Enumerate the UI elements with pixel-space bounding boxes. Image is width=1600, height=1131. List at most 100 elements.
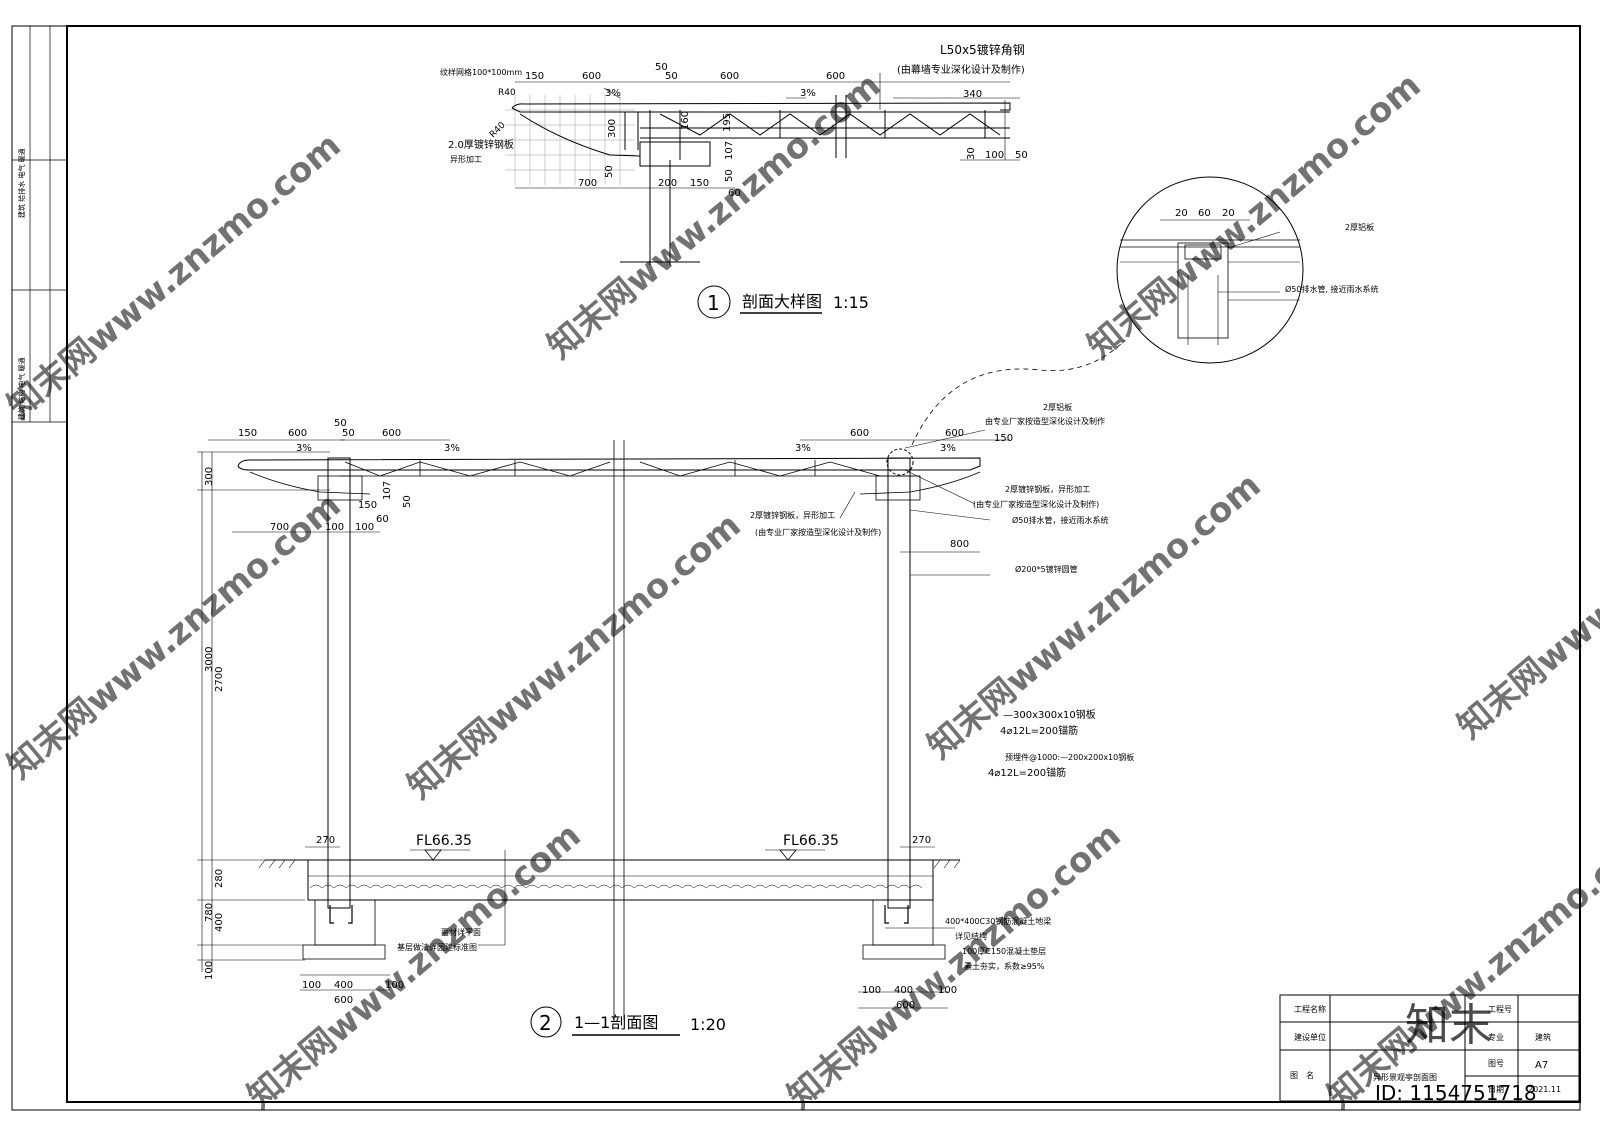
detail1-r40: R40	[498, 88, 516, 98]
section-note-cushion: 100厚C150混凝土垫层	[962, 946, 1046, 956]
section-note-steel-r: 2厚镀锌钢板，异形加工	[1005, 484, 1090, 494]
watermark-logo: 知末	[1405, 1000, 1493, 1051]
detail1-dim: 300	[607, 119, 618, 138]
section-slope: 3%	[296, 443, 312, 454]
detail1-dim: 100	[985, 150, 1004, 161]
footing-dim: 400	[894, 985, 913, 996]
detail1-dim: 700	[578, 178, 597, 189]
section-note-soil: 素土夯实，系数≥95%	[964, 961, 1045, 971]
section-dim-270: 270	[912, 835, 931, 846]
callout-detail	[911, 176, 1304, 446]
callout-dim: 20	[1175, 208, 1188, 219]
tb-project-label: 工程名称	[1294, 1004, 1326, 1014]
detail1-angle-steel-sub: (由幕墙专业深化设计及制作)	[897, 63, 1025, 76]
section-dim: 150	[238, 428, 257, 439]
section-vdim: 780	[204, 903, 215, 922]
detail1-title: 剖面大样图	[742, 292, 822, 311]
section-number-circle	[530, 1006, 562, 1038]
detail1-dim: 150	[525, 71, 544, 82]
detail1-dim: 50	[724, 169, 735, 182]
section-title: 1—1剖面图	[574, 1013, 658, 1032]
watermark-text: 知末网www.znzmo.com	[780, 815, 1129, 1117]
elevation-right: FL66.35	[783, 833, 839, 849]
watermark-text: 知末网www.znzmo.com	[240, 815, 589, 1117]
section-note-base: 基层做法详园建标准图	[397, 942, 477, 952]
section-note-steel-l-sub: (由专业厂家按造型深化设计及制作)	[755, 527, 881, 537]
detail1-dim: 50	[665, 71, 678, 82]
detail1-dim: 600	[582, 71, 601, 82]
left-side-panel	[11, 26, 67, 423]
footing-dim: 600	[334, 995, 353, 1006]
section-dim: 600	[945, 428, 964, 439]
section-dim-270: 270	[316, 835, 335, 846]
section-dim: 150	[358, 500, 377, 511]
section-dim: 100	[355, 522, 374, 533]
detail1-dim: 60	[728, 188, 741, 199]
tb-date: 2021.11	[1528, 1085, 1561, 1094]
detail1-mesh-note: 纹样网格100*100mm	[440, 67, 522, 77]
detail-1-section	[505, 73, 1020, 265]
section-note-alu-sub: 由专业厂家按造型深化设计及制作	[985, 416, 1105, 426]
tb-discipline: 建筑	[1535, 1032, 1551, 1042]
detail1-slope: 3%	[800, 88, 816, 99]
tb-sheet-label: 图号	[1488, 1059, 1504, 1068]
callout-dim: 20	[1222, 208, 1235, 219]
section-dim: 100	[325, 522, 344, 533]
section-vdim: 300	[204, 467, 215, 486]
section-vdim: 280	[214, 869, 225, 888]
detail1-dim: 160	[680, 111, 691, 130]
section-note-drain: Ø50排水管，接近雨水系统	[1012, 515, 1108, 525]
elevation-left: FL66.35	[416, 833, 472, 849]
section-dim: 600	[382, 428, 401, 439]
watermark-text: 知末网www.znzmo.com	[0, 125, 349, 427]
section-note-plate1: —300x300x10钢板	[1003, 708, 1096, 721]
section-dim: 150	[994, 433, 1013, 444]
tb-drawing-name: 异形景观亭剖面图	[1373, 1072, 1437, 1082]
side-panel-top-text: 建筑 给排水 电气 暖通	[17, 148, 26, 218]
section-note-alu: 2厚铝板	[1043, 402, 1072, 412]
section-dim: 50	[402, 495, 413, 508]
watermark-text: 知末网www.znzmo.com	[920, 465, 1269, 767]
footing-dim: 100	[302, 980, 321, 991]
callout-labels: 20 60 20 2厚铝板 Ø50排水管, 接近雨水系统	[1175, 208, 1379, 294]
section-note-anchor1: 4⌀12L=200锚筋	[1000, 724, 1078, 737]
section-vdim: 2700	[214, 667, 225, 692]
footing-dim: 400	[334, 980, 353, 991]
callout-drain-note: Ø50排水管, 接近雨水系统	[1285, 284, 1379, 294]
drawing-frame	[66, 25, 1581, 1103]
watermark-text: 知末网www.znzmo.com	[0, 485, 349, 787]
detail1-scale: 1:15	[833, 293, 869, 312]
tb-discipline-label: 专业	[1488, 1032, 1504, 1042]
section-note-steel-l: 2厚镀锌钢板，异形加工	[750, 510, 835, 520]
section-vdim: 3000	[204, 647, 215, 672]
detail1-dim: 340	[963, 89, 982, 100]
watermark-text: 知末网www.znzmo.com	[400, 505, 749, 807]
tb-date-label: 日期	[1488, 1085, 1504, 1094]
section-note-embed: 预埋件@1000:—200x200x10钢板	[1005, 752, 1134, 762]
callout-dim: 60	[1198, 208, 1211, 219]
section-slope: 3%	[444, 443, 460, 454]
section-scale: 1:20	[690, 1015, 726, 1034]
section-dim: 60	[376, 514, 389, 525]
title-block	[1279, 994, 1580, 1102]
section-slope: 3%	[940, 443, 956, 454]
callout-aluminum-note: 2厚铝板	[1345, 222, 1374, 232]
tb-project-no-label: 工程号	[1488, 1005, 1512, 1014]
watermark-text: 知末网www.znzmo.com	[1450, 445, 1600, 747]
section-vdim: 100	[204, 961, 215, 980]
tb-drawing-label: 图 名	[1290, 1070, 1314, 1080]
detail-1-labels: 150 600 50 50 600 600 340 L50x5镀锌角钢 (由幕墙…	[440, 43, 1028, 319]
title-block-text: 工程名称 建设单位 图 名 异形景观亭剖面图 工程号 专业 建筑 图号 A7 日…	[1290, 1004, 1561, 1094]
side-panel-bottom-text: 建筑 结构 电气 暖通	[17, 357, 26, 420]
detail1-plate-sub: 异形加工	[450, 154, 482, 164]
detail1-dim: 50	[1015, 150, 1028, 161]
footing-dim: 100	[938, 985, 957, 996]
section-labels: 150 600 50 50 600 600 600 150 3% 3% 3% 3…	[204, 402, 1134, 1038]
detail1-dim: 600	[720, 71, 739, 82]
tb-owner-label: 建设单位	[1294, 1032, 1326, 1042]
detail1-dim: 50	[655, 62, 668, 73]
detail1-dim: 150	[690, 178, 709, 189]
detail1-dim: 200	[658, 178, 677, 189]
detail1-number-circle	[697, 285, 731, 319]
section-slope: 3%	[795, 443, 811, 454]
